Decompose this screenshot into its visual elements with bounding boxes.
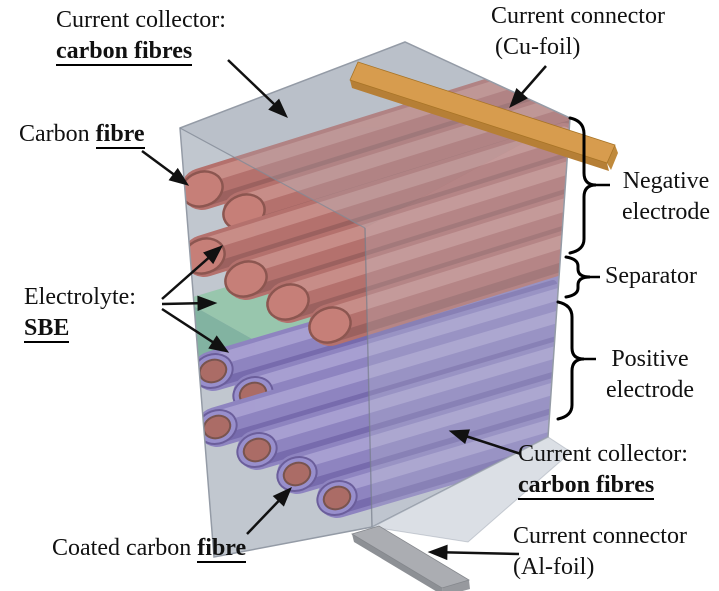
al-foil-side bbox=[352, 534, 443, 591]
label-current-connector-al: Current connector (Al-foil) bbox=[513, 521, 687, 583]
label-line: Current connector bbox=[491, 3, 665, 29]
coated-fibre bbox=[236, 330, 570, 470]
casing-front-face bbox=[180, 128, 372, 557]
casing-translucent-faces bbox=[180, 42, 570, 557]
cu-foil-bottom-edge bbox=[350, 80, 609, 171]
label-line: Electrolyte: bbox=[24, 284, 136, 310]
al-foil-end bbox=[442, 580, 470, 591]
label-line: SBE bbox=[24, 315, 70, 343]
label-text: Coated carbon bbox=[52, 535, 198, 561]
label-electrolyte: Electrolyte: SBE bbox=[24, 282, 136, 344]
label-carbon-fibre: Carbon fibre bbox=[19, 119, 145, 150]
arrow-collector-top bbox=[227, 59, 288, 118]
label-coated-carbon-fibre: Coated carbon fibre bbox=[52, 533, 247, 564]
casing-top-face bbox=[180, 42, 570, 228]
label-line: Current connector bbox=[513, 523, 687, 549]
label-line: electrode bbox=[606, 377, 694, 403]
carbon-fibre bbox=[182, 123, 570, 277]
label-positive-electrode: Positive electrode bbox=[598, 344, 702, 406]
layer-braces bbox=[556, 116, 610, 421]
carbon-fibre bbox=[308, 192, 570, 346]
label-current-collector-top: Current collector: carbon fibres bbox=[56, 5, 226, 67]
label-text: Separator bbox=[605, 263, 697, 289]
label-text-emph: fibre bbox=[197, 535, 247, 563]
annotation-arrows bbox=[141, 59, 547, 561]
label-line: carbon fibres bbox=[56, 38, 193, 66]
label-line: carbon fibres bbox=[518, 472, 655, 500]
label-separator: Separator bbox=[605, 261, 697, 292]
label-negative-electrode: Negative electrode bbox=[614, 166, 718, 228]
carbon-fibre bbox=[224, 146, 570, 300]
arrow-cu-foil bbox=[509, 65, 547, 109]
arrow-carbon-fibre bbox=[141, 149, 190, 186]
label-line: Positive bbox=[611, 346, 689, 372]
arrow-collector-bottom bbox=[448, 429, 522, 456]
label-line: Negative bbox=[622, 168, 710, 194]
label-text-emph: fibre bbox=[95, 121, 145, 149]
brace-positive-electrode bbox=[556, 300, 585, 421]
coated-fibre bbox=[196, 307, 570, 447]
label-line: (Al-foil) bbox=[513, 554, 595, 580]
cu-foil-top bbox=[349, 61, 616, 164]
arrow-electrolyte-lower bbox=[161, 307, 230, 353]
label-text: Carbon bbox=[19, 121, 96, 147]
cu-foil-end bbox=[607, 145, 618, 170]
casing-right-face bbox=[365, 118, 570, 527]
arrow-coated-fibre bbox=[246, 486, 292, 535]
al-foil-top bbox=[351, 525, 470, 589]
cu-foil-bar bbox=[349, 61, 618, 171]
carbon-fibre bbox=[266, 169, 570, 323]
casing-front-right-edge bbox=[364, 227, 373, 528]
casing-bottom-flange bbox=[370, 436, 572, 543]
brace-separator bbox=[564, 255, 591, 299]
label-line: electrode bbox=[622, 199, 710, 225]
arrow-electrolyte-middle bbox=[161, 295, 218, 312]
al-foil-bar bbox=[351, 525, 470, 591]
arrow-electrolyte-upper bbox=[161, 245, 224, 300]
casing-front-top-edge bbox=[179, 127, 366, 229]
label-line: (Cu-foil) bbox=[495, 34, 581, 60]
label-current-collector-bottom: Current collector: carbon fibres bbox=[518, 439, 688, 501]
label-line: Current collector: bbox=[518, 441, 688, 467]
label-line: Current collector: bbox=[56, 7, 226, 33]
carbon-fibre-bundle bbox=[180, 56, 570, 346]
label-current-connector-cu: Current connector (Cu-foil) bbox=[491, 1, 665, 63]
arrow-al-foil bbox=[427, 544, 520, 561]
